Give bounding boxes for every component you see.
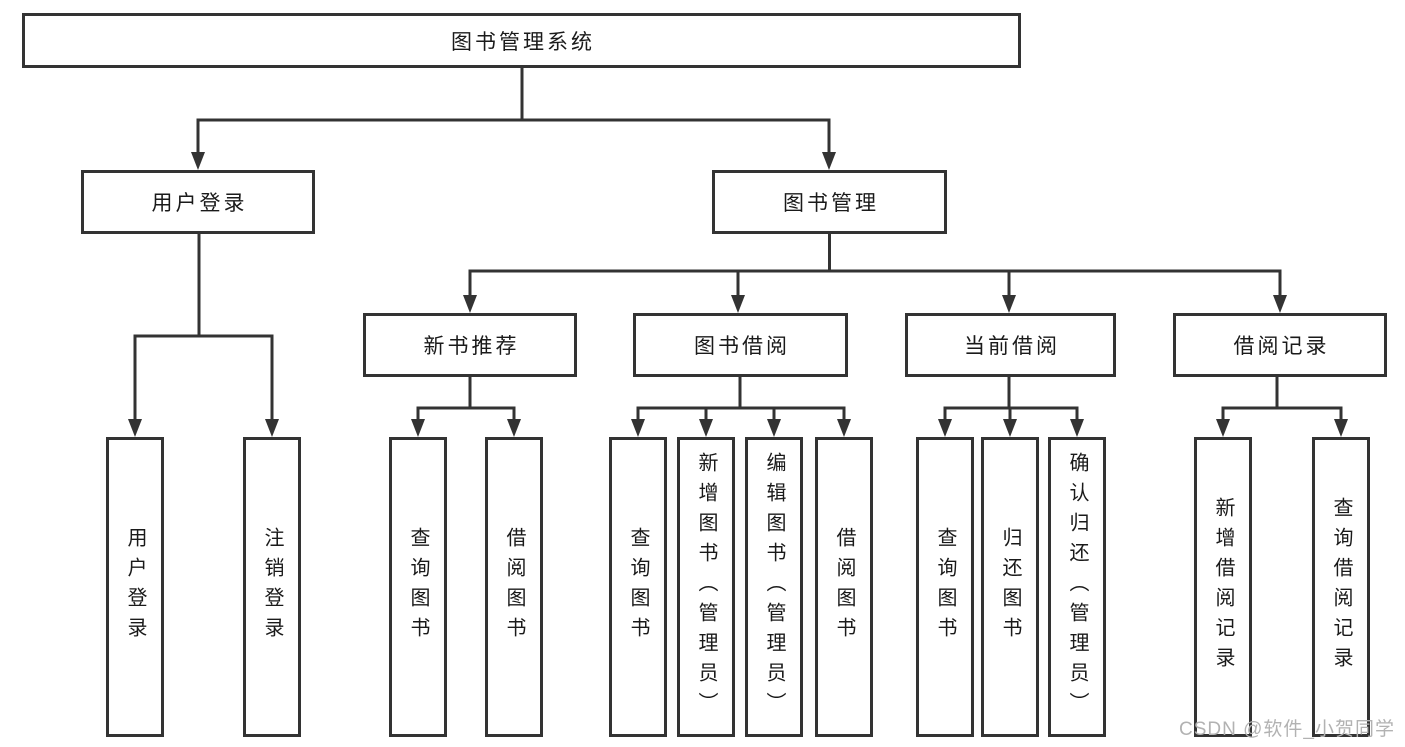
leaf-user-login-label: 用户登录 — [124, 527, 146, 647]
arrowheads — [128, 152, 1348, 437]
leaf-query-borrow-record: 查询借阅记录 — [1312, 437, 1370, 737]
leaf-add-books-admin: 新增图书（管理员） — [677, 437, 735, 737]
node-book-borrow-label: 图书借阅 — [694, 335, 790, 358]
leaf-user-login: 用户登录 — [106, 437, 164, 737]
leaf-current-query-books: 查询图书 — [916, 437, 974, 737]
leaf-recommend-query-books: 查询图书 — [389, 437, 447, 737]
csdn-watermark: CSDN @软件_小贺同学 — [1179, 719, 1395, 740]
leaf-borrow-query-books-label: 查询图书 — [627, 527, 649, 647]
leaf-edit-books-admin-label: 编辑图书（管理员） — [763, 452, 785, 722]
node-current-borrow-label: 当前借阅 — [964, 335, 1060, 358]
leaf-add-borrow-record: 新增借阅记录 — [1194, 437, 1252, 737]
node-new-book-recommend-label: 新书推荐 — [423, 335, 520, 358]
node-book-borrow: 图书借阅 — [633, 313, 848, 377]
leaf-borrow-books: 借阅图书 — [815, 437, 873, 737]
leaf-confirm-return-admin-label: 确认归还（管理员） — [1066, 452, 1088, 722]
node-root-title: 图书管理系统 — [22, 13, 1021, 68]
leaf-current-query-books-label: 查询图书 — [934, 527, 956, 647]
node-book-management-label: 图书管理 — [783, 192, 879, 215]
node-user-login-label: 用户登录 — [151, 192, 248, 215]
root-title-label: 图书管理系统 — [451, 30, 595, 54]
leaf-borrow-books-label: 借阅图书 — [833, 527, 855, 647]
node-current-borrow: 当前借阅 — [905, 313, 1116, 377]
node-borrow-records-label: 借阅记录 — [1233, 335, 1330, 358]
node-new-book-recommend: 新书推荐 — [363, 313, 577, 377]
leaf-recommend-borrow-books-label: 借阅图书 — [503, 527, 525, 647]
leaf-return-books: 归还图书 — [981, 437, 1039, 737]
leaf-borrow-query-books: 查询图书 — [609, 437, 667, 737]
leaf-logout-label: 注销登录 — [261, 527, 283, 647]
leaf-confirm-return-admin: 确认归还（管理员） — [1048, 437, 1106, 737]
leaf-logout: 注销登录 — [243, 437, 301, 737]
leaf-query-borrow-record-label: 查询借阅记录 — [1330, 497, 1352, 677]
leaf-recommend-borrow-books: 借阅图书 — [485, 437, 543, 737]
node-book-management: 图书管理 — [712, 170, 947, 234]
leaf-add-books-admin-label: 新增图书（管理员） — [695, 452, 717, 722]
node-user-login: 用户登录 — [81, 170, 315, 234]
node-borrow-records: 借阅记录 — [1173, 313, 1387, 377]
leaf-edit-books-admin: 编辑图书（管理员） — [745, 437, 803, 737]
leaf-add-borrow-record-label: 新增借阅记录 — [1212, 497, 1234, 677]
leaf-recommend-query-books-label: 查询图书 — [407, 527, 429, 647]
leaf-return-books-label: 归还图书 — [999, 527, 1021, 647]
